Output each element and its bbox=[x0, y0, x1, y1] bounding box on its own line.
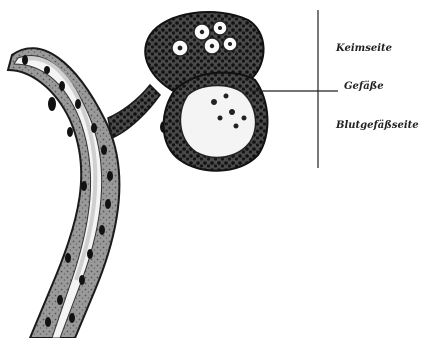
vessel-wall bbox=[8, 48, 119, 338]
villus-stalk bbox=[108, 85, 160, 138]
label-gefaesse: Gefäße bbox=[344, 81, 384, 92]
label-keimseite: Keimseite bbox=[336, 43, 392, 54]
label-blutgefaessseite: Blutgefäßseite bbox=[336, 120, 419, 131]
vessel-lumen bbox=[180, 86, 255, 158]
blood-vessel-side bbox=[164, 73, 268, 171]
